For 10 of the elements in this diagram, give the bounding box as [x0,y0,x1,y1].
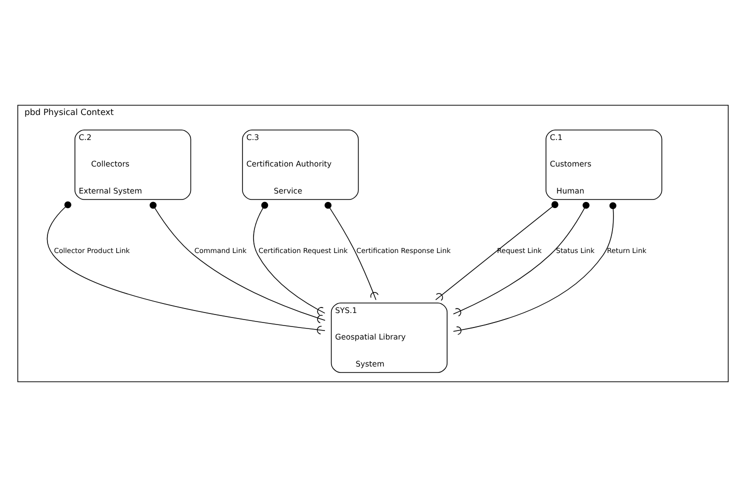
connector [150,202,326,324]
connector [253,202,326,316]
connector [435,201,558,301]
node-box: SYS.1 Geospatial Library System [330,302,448,373]
node-box: C.2 Collectors External System [74,130,192,200]
connector [46,201,326,334]
node-box: C.3 Certification Authority Service [242,130,359,200]
node-box: C.1 Customers Human [546,130,662,200]
connector [324,202,379,300]
connector [453,202,590,316]
